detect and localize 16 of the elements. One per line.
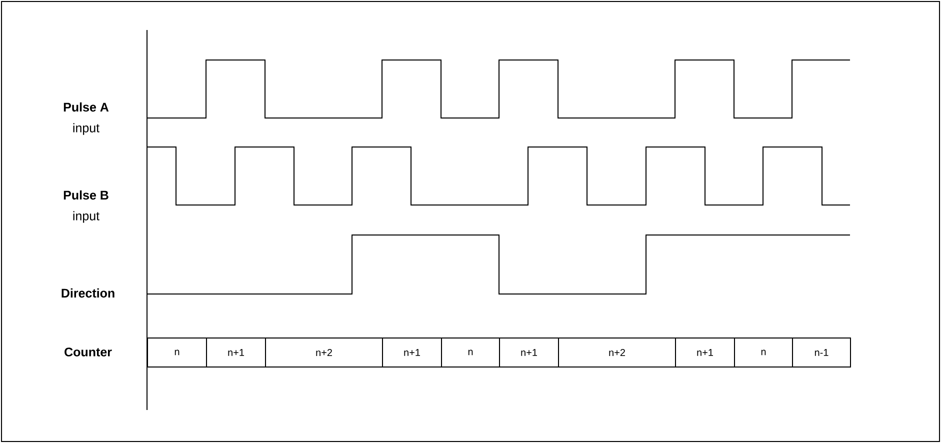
counter-cell: n+2 — [558, 338, 676, 368]
counter-cell: n — [441, 338, 500, 368]
counter-cell: n+2 — [265, 338, 383, 368]
signal-name: Direction — [62, 288, 114, 298]
signal-name: Pulse A — [64, 102, 109, 112]
signal-name: Pulse B — [64, 190, 108, 200]
signal-name: Counter — [64, 348, 112, 356]
counter-cell: n+1 — [675, 338, 735, 368]
signal-type: input — [73, 123, 100, 135]
counter-cell: n+1 — [499, 338, 559, 368]
counter-cell: n — [147, 338, 207, 368]
signal-type: input — [73, 211, 100, 223]
counter-cell: n-1 — [792, 338, 851, 368]
counter-cell: n+1 — [206, 338, 266, 368]
counter-cell: n+1 — [382, 338, 442, 368]
counter-cell: n — [734, 338, 793, 368]
